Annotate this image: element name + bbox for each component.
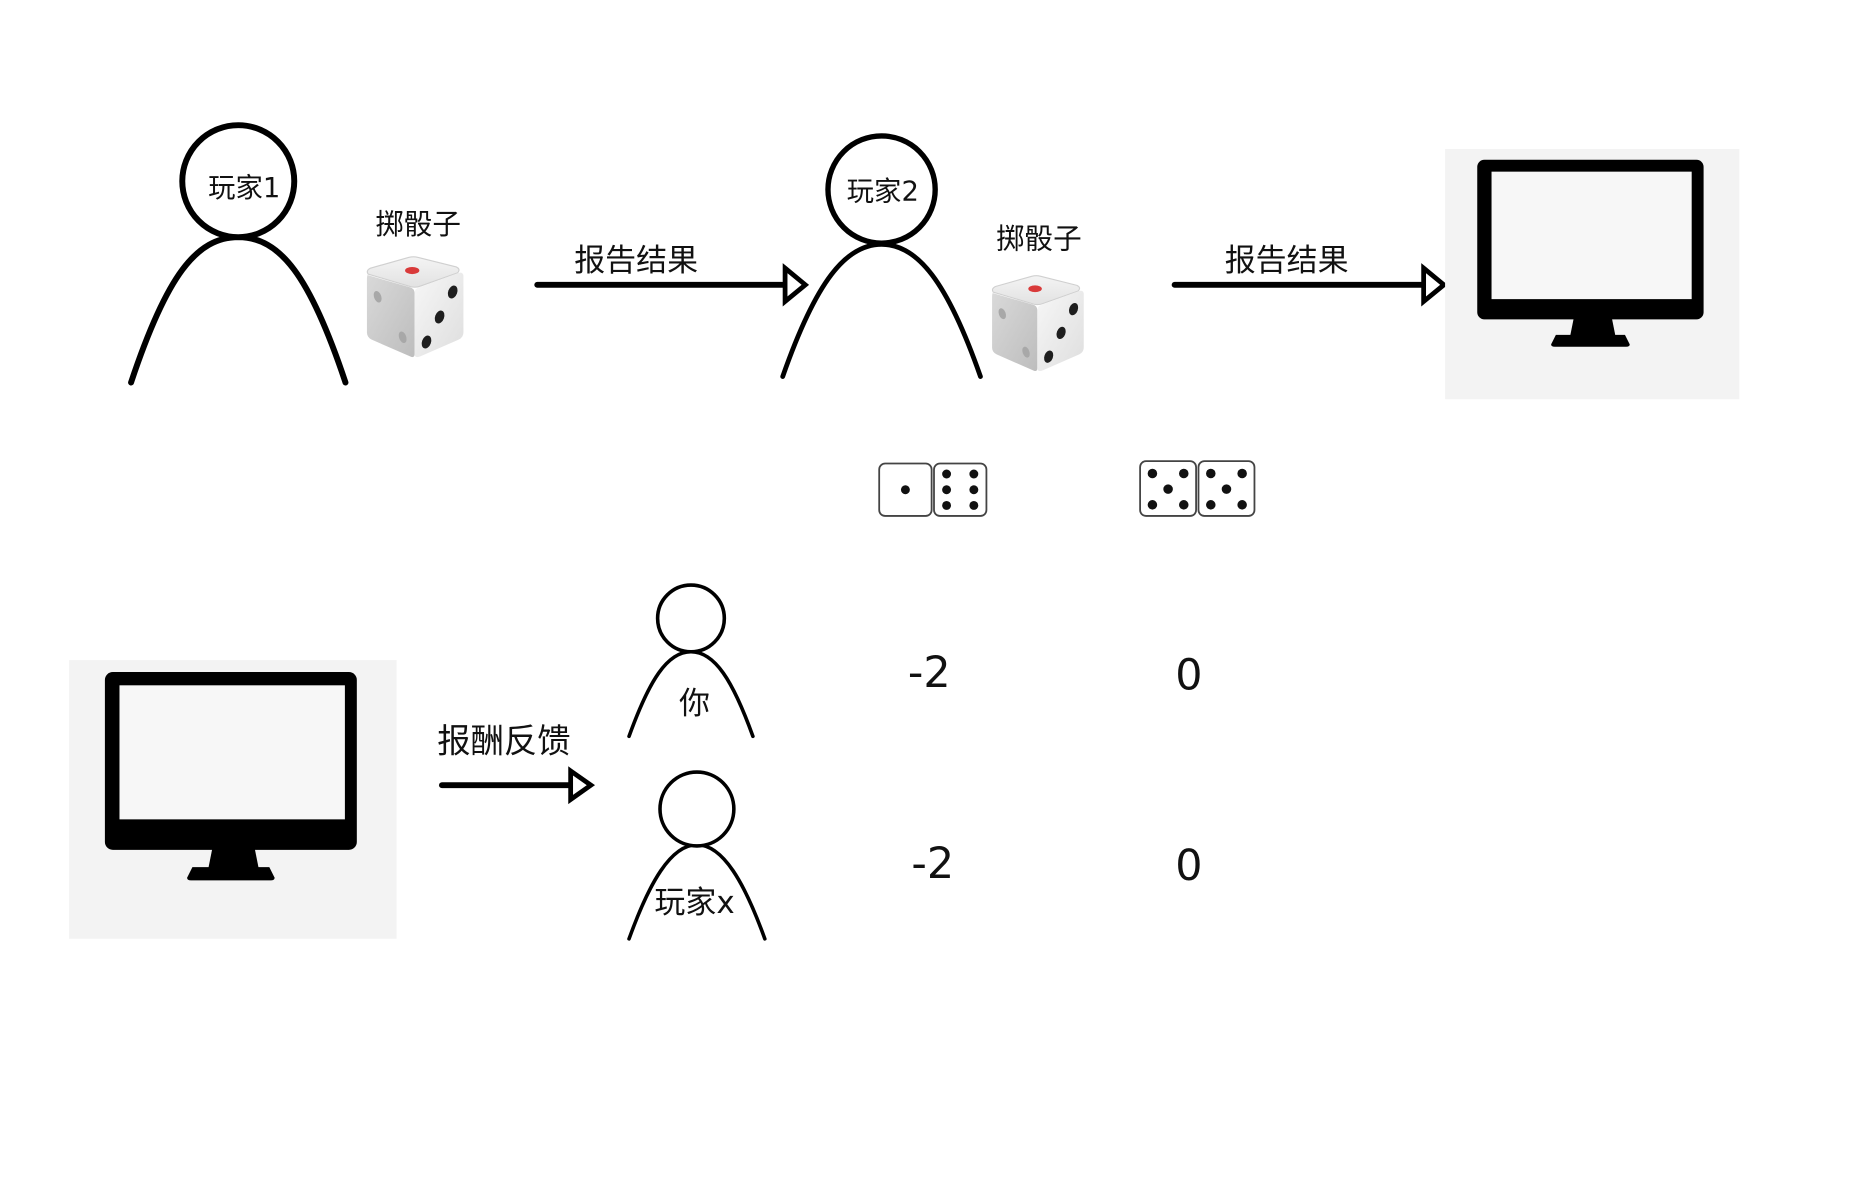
player-2-label: 玩家2 (847, 176, 919, 207)
die-3d-icon (991, 275, 1084, 372)
die-pip (1206, 468, 1216, 479)
report-arrow-2-label: 报告结果 (1225, 243, 1349, 279)
die-left-pip (998, 308, 1006, 320)
dice-pair-1 (878, 462, 988, 517)
die-3d-icon (366, 256, 464, 358)
die-pip (1237, 500, 1247, 510)
report-arrow-2: 报告结果 (1171, 243, 1448, 307)
player-2-figure: 玩家2 (780, 133, 983, 379)
receiver-player-x-figure: 玩家x (627, 770, 767, 941)
monitor-screen (1491, 171, 1692, 300)
die-right-pip (1044, 350, 1054, 363)
die-face-outline (933, 462, 988, 517)
die-pip (969, 501, 979, 510)
die-face-icon (1197, 460, 1256, 517)
feedback-arrow-label: 报酬反馈 (437, 722, 570, 761)
arrow-head (1421, 263, 1448, 307)
report-arrow-1-label: 报告结果 (574, 243, 698, 279)
die-pip (942, 485, 952, 495)
die-pip (1206, 500, 1216, 510)
player-1-head (179, 122, 298, 241)
die-top-pip (1028, 285, 1042, 293)
die-face-icon (933, 462, 988, 517)
receiver-you-figure: 你 (627, 583, 755, 739)
receiver-player-x-head (658, 770, 736, 848)
reward-value: -2 (911, 839, 954, 889)
die-pip (1163, 484, 1173, 494)
reward-value: 0 (1175, 841, 1202, 891)
feedback-arrow: 报酬反馈 (437, 722, 596, 805)
player-2-action-label: 掷骰子 (996, 221, 1082, 255)
monitor-base (1551, 334, 1630, 347)
die-left-pip (373, 291, 382, 303)
arrow-head (568, 766, 596, 805)
monitor-neck (208, 848, 259, 869)
die-left-pip (1022, 346, 1030, 358)
player-2-head (825, 133, 938, 246)
die-pip (942, 469, 952, 479)
dice-pair-2 (1139, 460, 1256, 517)
arrow-head (782, 263, 810, 307)
die-pip (1147, 500, 1158, 510)
monitor-screen (119, 685, 345, 820)
die-left-face (366, 275, 415, 358)
die-left-face (992, 293, 1038, 372)
die-face-icon (1139, 460, 1197, 517)
player-1-body (128, 234, 349, 386)
player-1-label: 玩家1 (208, 173, 280, 204)
die-pip (1221, 484, 1232, 494)
die-pip (942, 501, 952, 510)
receiver-you-head (655, 583, 727, 654)
die-right-pip (1068, 302, 1079, 316)
receiver-player-x-label: 玩家x (654, 885, 734, 921)
die-left-pip (398, 331, 407, 343)
die-pip (969, 485, 979, 495)
die-face-icon (878, 462, 933, 517)
die-top-pip (405, 266, 420, 275)
monitor-base (187, 867, 275, 881)
report-arrow-1: 报告结果 (534, 243, 810, 307)
player-1-action-label: 掷骰子 (375, 207, 461, 241)
die-pip (1237, 468, 1247, 479)
monitor-icon (1445, 149, 1740, 400)
player-2-body (780, 241, 983, 379)
reward-value: 0 (1175, 651, 1202, 701)
player-1-figure: 玩家1 (128, 122, 349, 386)
die-right-pip (434, 310, 445, 324)
die-right-pip (421, 335, 432, 349)
monitor-icon (69, 660, 397, 939)
die-pip (900, 485, 910, 495)
reward-value: -2 (908, 648, 951, 698)
receiver-you-label: 你 (679, 686, 710, 722)
die-pip (1179, 500, 1189, 510)
die-pip (1147, 468, 1158, 479)
die-pip (1179, 468, 1189, 479)
die-right-pip (1056, 326, 1066, 340)
die-pip (969, 469, 979, 479)
monitor-neck (1570, 318, 1616, 337)
die-right-pip (447, 285, 458, 299)
